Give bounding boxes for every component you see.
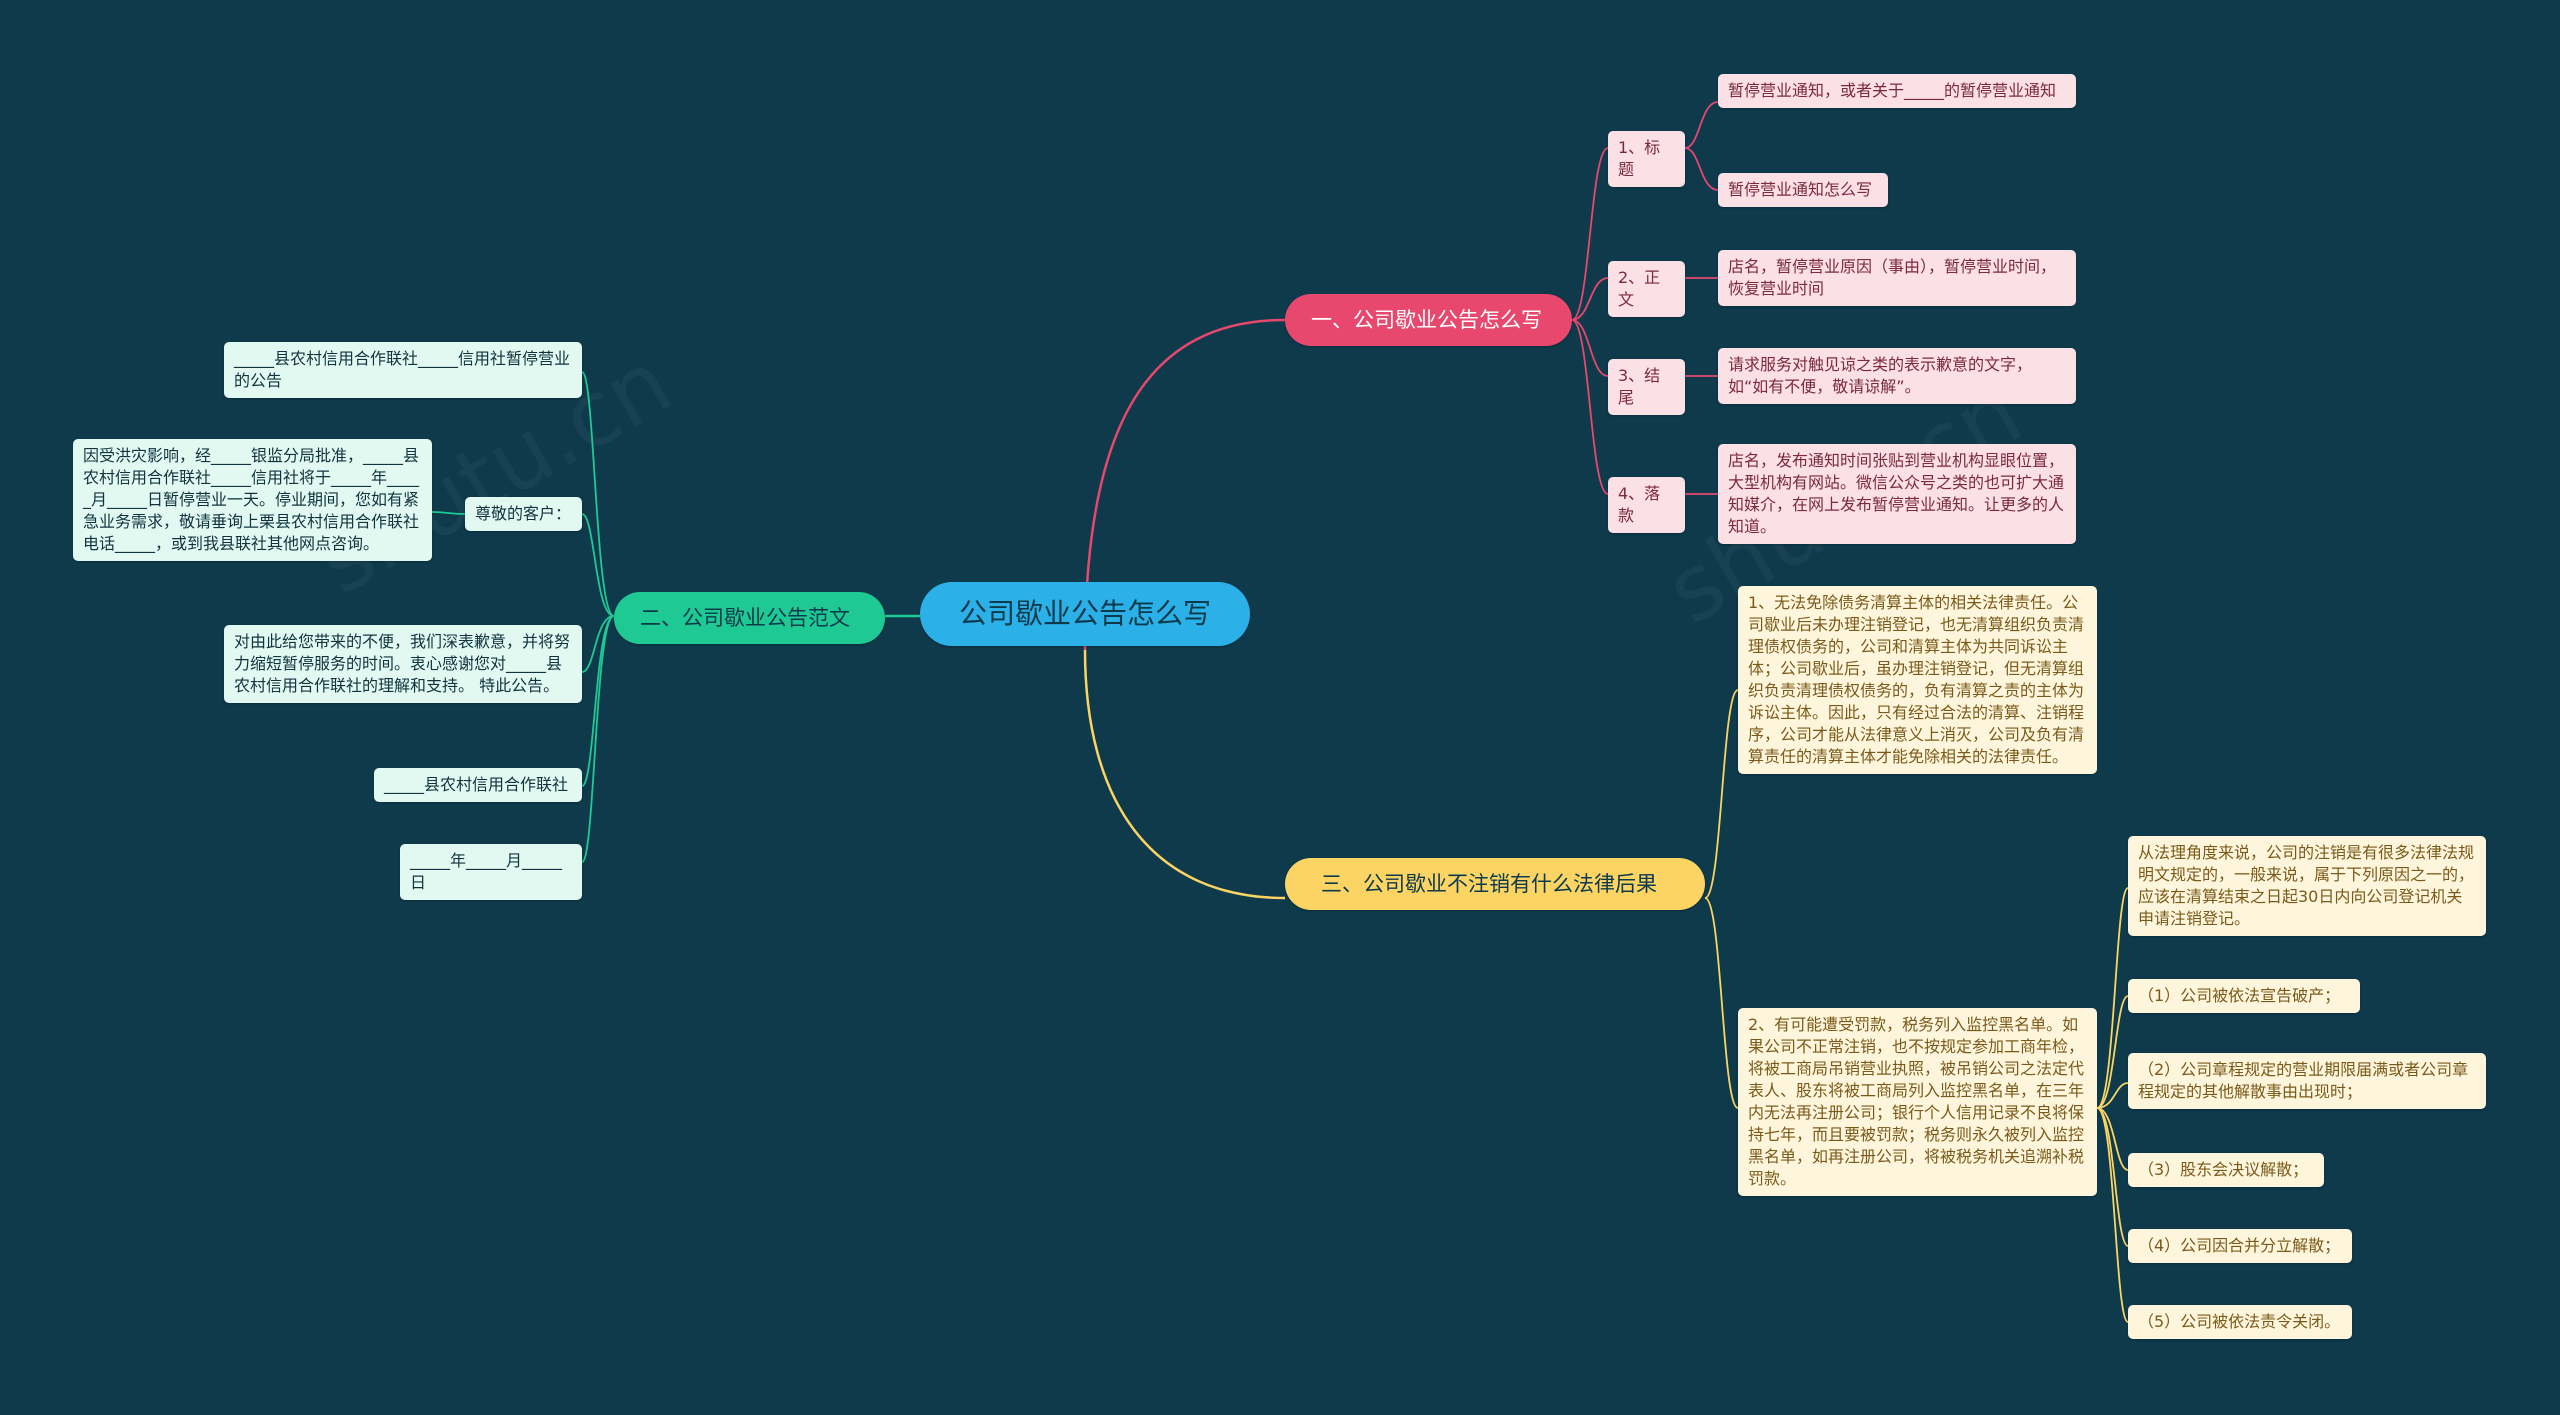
subtopic-ending[interactable]: 3、结尾: [1608, 359, 1685, 415]
detail-signature[interactable]: 店名，发布通知时间张贴到营业机构显眼位置，大型机构有网站。微信公众号之类的也可扩…: [1718, 444, 2076, 544]
subtopic-signature[interactable]: 4、落款: [1608, 477, 1685, 533]
branch-how-to-write[interactable]: 一、公司歇业公告怎么写: [1285, 294, 1572, 346]
sample-heading[interactable]: _____县农村信用合作联社_____信用社暂停营业的公告: [224, 342, 582, 398]
reason-ordered-closure[interactable]: （5）公司被依法责令关闭。: [2128, 1305, 2352, 1339]
detail-body[interactable]: 店名，暂停营业原因（事由），暂停营业时间，恢复营业时间: [1718, 250, 2076, 306]
subtopic-title[interactable]: 1、标题: [1608, 131, 1685, 187]
consequence-penalty[interactable]: 2、有可能遭受罚款，税务列入监控黑名单。如果公司不正常注销，也不按规定参加工商年…: [1738, 1008, 2097, 1196]
branch-legal-consequences[interactable]: 三、公司歇业不注销有什么法律后果: [1285, 858, 1705, 910]
detail-title-2[interactable]: 暂停营业通知怎么写: [1718, 173, 1888, 207]
subtopic-body[interactable]: 2、正文: [1608, 261, 1685, 317]
sample-body[interactable]: 因受洪灾影响，经_____银监分局批准，_____县农村信用合作联社_____信…: [73, 439, 432, 561]
legal-basis[interactable]: 从法理角度来说，公司的注销是有很多法律法规明文规定的，一般来说，属于下列原因之一…: [2128, 836, 2486, 936]
sample-greeting[interactable]: 尊敬的客户：: [465, 497, 582, 531]
sample-apology[interactable]: 对由此给您带来的不便，我们深表歉意，并将努力缩短暂停服务的时间。衷心感谢您对__…: [224, 625, 582, 703]
reason-shareholder-resolution[interactable]: （3）股东会决议解散；: [2128, 1153, 2324, 1187]
sample-issuer[interactable]: _____县农村信用合作联社: [374, 768, 582, 802]
root-topic[interactable]: 公司歇业公告怎么写: [920, 582, 1250, 646]
reason-bankruptcy[interactable]: （1）公司被依法宣告破产；: [2128, 979, 2360, 1013]
reason-merger-split[interactable]: （4）公司因合并分立解散；: [2128, 1229, 2352, 1263]
consequence-liability[interactable]: 1、无法免除债务清算主体的相关法律责任。公司歇业后未办理注销登记，也无清算组织负…: [1738, 586, 2097, 774]
sample-date[interactable]: _____年_____月_____日: [400, 844, 582, 900]
reason-term-expired[interactable]: （2）公司章程规定的营业期限届满或者公司章程规定的其他解散事由出现时；: [2128, 1053, 2486, 1109]
branch-sample-text[interactable]: 二、公司歇业公告范文: [614, 592, 885, 644]
detail-title-1[interactable]: 暂停营业通知，或者关于_____的暂停营业通知: [1718, 74, 2076, 108]
detail-ending[interactable]: 请求服务对触见谅之类的表示歉意的文字，如“如有不便，敬请谅解”。: [1718, 348, 2076, 404]
